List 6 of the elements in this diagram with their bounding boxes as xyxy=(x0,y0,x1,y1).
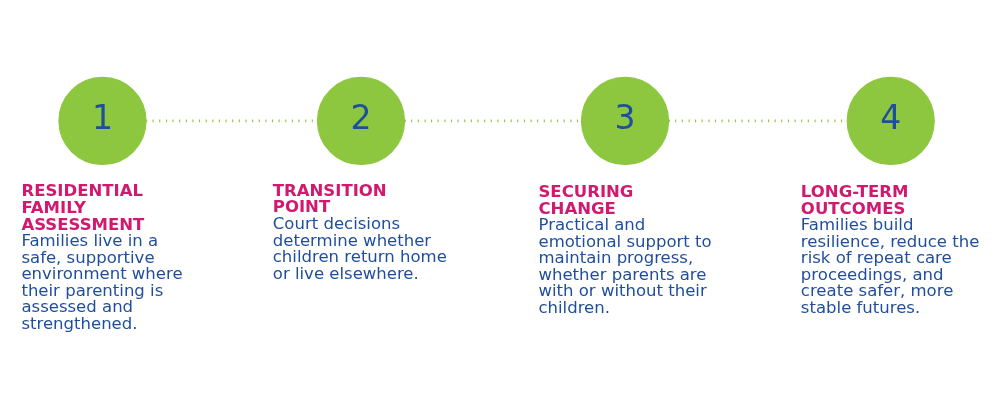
node-label: TRANSITION POINT xyxy=(272,180,387,216)
node-label: Court decisions determine whether children return home or live elsewhere. xyxy=(272,213,447,283)
node-circle: 1 xyxy=(58,76,147,165)
node-circle: 2 xyxy=(316,76,406,165)
node-circle: 4 xyxy=(846,76,935,165)
node-circle: 3 xyxy=(580,76,670,165)
